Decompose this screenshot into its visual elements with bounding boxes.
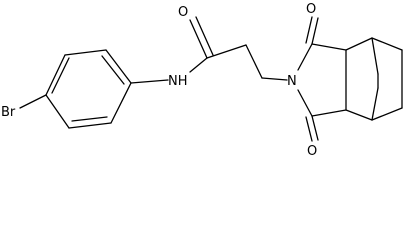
atom-label-br: Br [1, 105, 16, 120]
atom-label-nh: NH [168, 74, 188, 89]
atom-label-imide-nitrogen: N [287, 74, 297, 89]
bond-lines [19, 16, 403, 142]
atom-label-amide-oxygen: O [178, 5, 188, 20]
molecule-structure: Br NH O N O O [1, 2, 403, 158]
atom-label-imide-oxygen-top: O [306, 2, 316, 17]
atom-label-imide-oxygen-bottom: O [307, 144, 317, 158]
